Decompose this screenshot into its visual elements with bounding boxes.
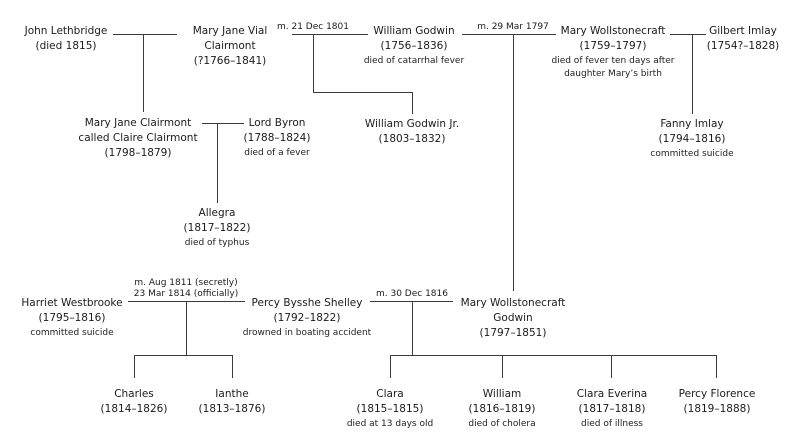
person-dates: (1788–1824) (243, 132, 311, 144)
person-note: committed suicide (650, 149, 734, 159)
person-name: Mary Jane Clairmont (84, 117, 192, 129)
sibling-bar-charles-ianthe (134, 355, 233, 356)
sibling-bar-shelley-children (390, 355, 717, 356)
person-dates: (1795–1816) (38, 312, 106, 324)
marriage-line-shelley-godwin (370, 301, 453, 302)
person-allegra: Allegra (1817–1822) died of typhus (184, 206, 251, 250)
person-dates: (1792–1822) (273, 312, 341, 324)
person-dates: (1798–1879) (104, 147, 172, 159)
person-name: William (482, 388, 522, 400)
person-dates: (1754?–1828) (706, 40, 780, 52)
person-dates: (?1766–1841) (193, 55, 267, 67)
person-name: Clara Everina (576, 388, 648, 400)
person-dates: (1797–1851) (479, 327, 547, 339)
person-dates: (1759–1797) (579, 40, 647, 52)
person-name: Harriet Westbrooke (21, 297, 123, 309)
descent-line-shelley-godwin-children (412, 301, 413, 355)
person-dates: (1817–1822) (183, 222, 251, 234)
person-name: Mary Wollstonecraft (560, 25, 666, 37)
relation-line-wollstonecraft-imlay (670, 34, 706, 35)
person-note: died of catarrhal fever (363, 56, 465, 66)
person-note: died at 13 days old (346, 419, 434, 429)
marriage-label-line1: m. Aug 1811 (secretly) (134, 278, 238, 288)
person-name: Mary Wollstonecraft Godwin (460, 297, 566, 324)
descent-line-to-fanny-imlay (692, 34, 693, 114)
person-alias: called Claire Clairmont (78, 132, 198, 144)
descent-tick-charles (134, 355, 135, 378)
person-name: John Lethbridge (24, 25, 108, 37)
person-name: Ianthe (215, 388, 249, 400)
marriage-label-godwin-wollstonecraft: m. 29 Mar 1797 (477, 22, 549, 32)
person-name: Clara (376, 388, 404, 400)
marriage-label-godwin-clairmont: m. 21 Dec 1801 (277, 22, 349, 32)
person-gilbert-imlay: Gilbert Imlay (1754?–1828) (707, 24, 779, 54)
person-percy-bysshe-shelley: Percy Bysshe Shelley (1792–1822) drowned… (243, 296, 371, 340)
descent-elbow-william-godwin-jr (313, 92, 413, 93)
descent-line-from-vial-godwin-marriage (313, 34, 314, 92)
person-dates: (1756–1836) (380, 40, 448, 52)
person-name: Gilbert Imlay (709, 25, 777, 37)
person-note: died of typhus (184, 238, 250, 248)
descent-tick-ianthe (232, 355, 233, 378)
person-name: Percy Florence (678, 388, 756, 400)
person-name: William Godwin (373, 25, 455, 37)
descent-line-to-william-godwin-jr (412, 92, 413, 114)
descent-tick-percy-florence (716, 355, 717, 378)
person-name: Percy Bysshe Shelley (251, 297, 363, 309)
person-dates: (1816–1819) (468, 403, 536, 415)
descent-tick-william (502, 355, 503, 378)
person-mary-jane-clairmont: Mary Jane Clairmont called Claire Clairm… (78, 116, 197, 161)
person-dates: (1803–1832) (378, 133, 446, 145)
person-note: drowned in boating accident (242, 328, 372, 338)
person-name: Allegra (198, 207, 236, 219)
person-dates: (1813–1876) (198, 403, 266, 415)
person-dates: (1794–1816) (658, 133, 726, 145)
marriage-line-vial-clairmont-godwin (292, 34, 368, 35)
person-dates: (1819–1888) (683, 403, 751, 415)
person-fanny-imlay: Fanny Imlay (1794–1816) committed suicid… (650, 117, 733, 161)
person-william-godwin: William Godwin (1756–1836) died of catar… (349, 24, 479, 68)
person-mary-wollstonecraft: Mary Wollstonecraft (1759–1797) died of … (538, 24, 688, 81)
person-lord-byron: Lord Byron (1788–1824) died of a fever (244, 116, 311, 160)
marriage-label-line2: 23 Mar 1814 (officially) (133, 289, 239, 299)
person-name: Charles (114, 388, 154, 400)
person-note: committed suicide (30, 328, 114, 338)
person-name: Lord Byron (248, 117, 306, 129)
descent-tick-clara (390, 355, 391, 378)
person-dates: (1814–1826) (100, 403, 168, 415)
person-note: died of fever ten days after daughter Ma… (551, 56, 675, 79)
marriage-label-shelley-westbrooke: m. Aug 1811 (secretly) 23 Mar 1814 (offi… (134, 278, 238, 300)
descent-line-westbrooke-shelley-children (186, 301, 187, 355)
descent-line-to-allegra (217, 123, 218, 203)
person-william-godwin-jr: William Godwin Jr. (1803–1832) (365, 117, 459, 147)
person-mary-jane-vial-clairmont: Mary Jane Vial Clairmont (?1766–1841) (180, 24, 280, 69)
person-note: died of illness (581, 419, 643, 429)
person-dates: (died 1815) (35, 40, 97, 52)
person-note: died of a fever (244, 148, 310, 158)
person-mary-wollstonecraft-godwin: Mary Wollstonecraft Godwin (1797–1851) (453, 296, 573, 341)
person-percy-florence: Percy Florence (1819–1888) (679, 387, 756, 417)
person-clara-everina: Clara Everina (1817–1818) died of illnes… (577, 387, 647, 431)
person-dates: (1817–1818) (578, 403, 646, 415)
marriage-label-shelley-godwin: m. 30 Dec 1816 (376, 289, 448, 299)
person-harriet-westbrooke: Harriet Westbrooke (1795–1816) committed… (21, 296, 122, 340)
person-note: died of cholera (468, 419, 536, 429)
descent-tick-clara-everina (611, 355, 612, 378)
person-name: Fanny Imlay (660, 118, 724, 130)
person-william-shelley: William (1816–1819) died of cholera (468, 387, 535, 431)
person-ianthe: Ianthe (1813–1876) (199, 387, 266, 417)
person-name: William Godwin Jr. (364, 118, 460, 130)
person-clara: Clara (1815–1815) died at 13 days old (347, 387, 433, 431)
marriage-line-godwin-wollstonecraft (462, 34, 556, 35)
person-dates: (1815–1815) (356, 403, 424, 415)
descent-line-to-mary-wollstonecraft-godwin (513, 34, 514, 291)
person-charles: Charles (1814–1826) (101, 387, 168, 417)
marriage-line-lethbridge-vial-clairmont (113, 34, 177, 35)
person-john-lethbridge: John Lethbridge (died 1815) (25, 24, 108, 54)
relation-line-clairmont-byron (202, 123, 244, 124)
person-name: Mary Jane Vial Clairmont (192, 25, 268, 52)
descent-line-to-mary-jane-clairmont (143, 34, 144, 112)
